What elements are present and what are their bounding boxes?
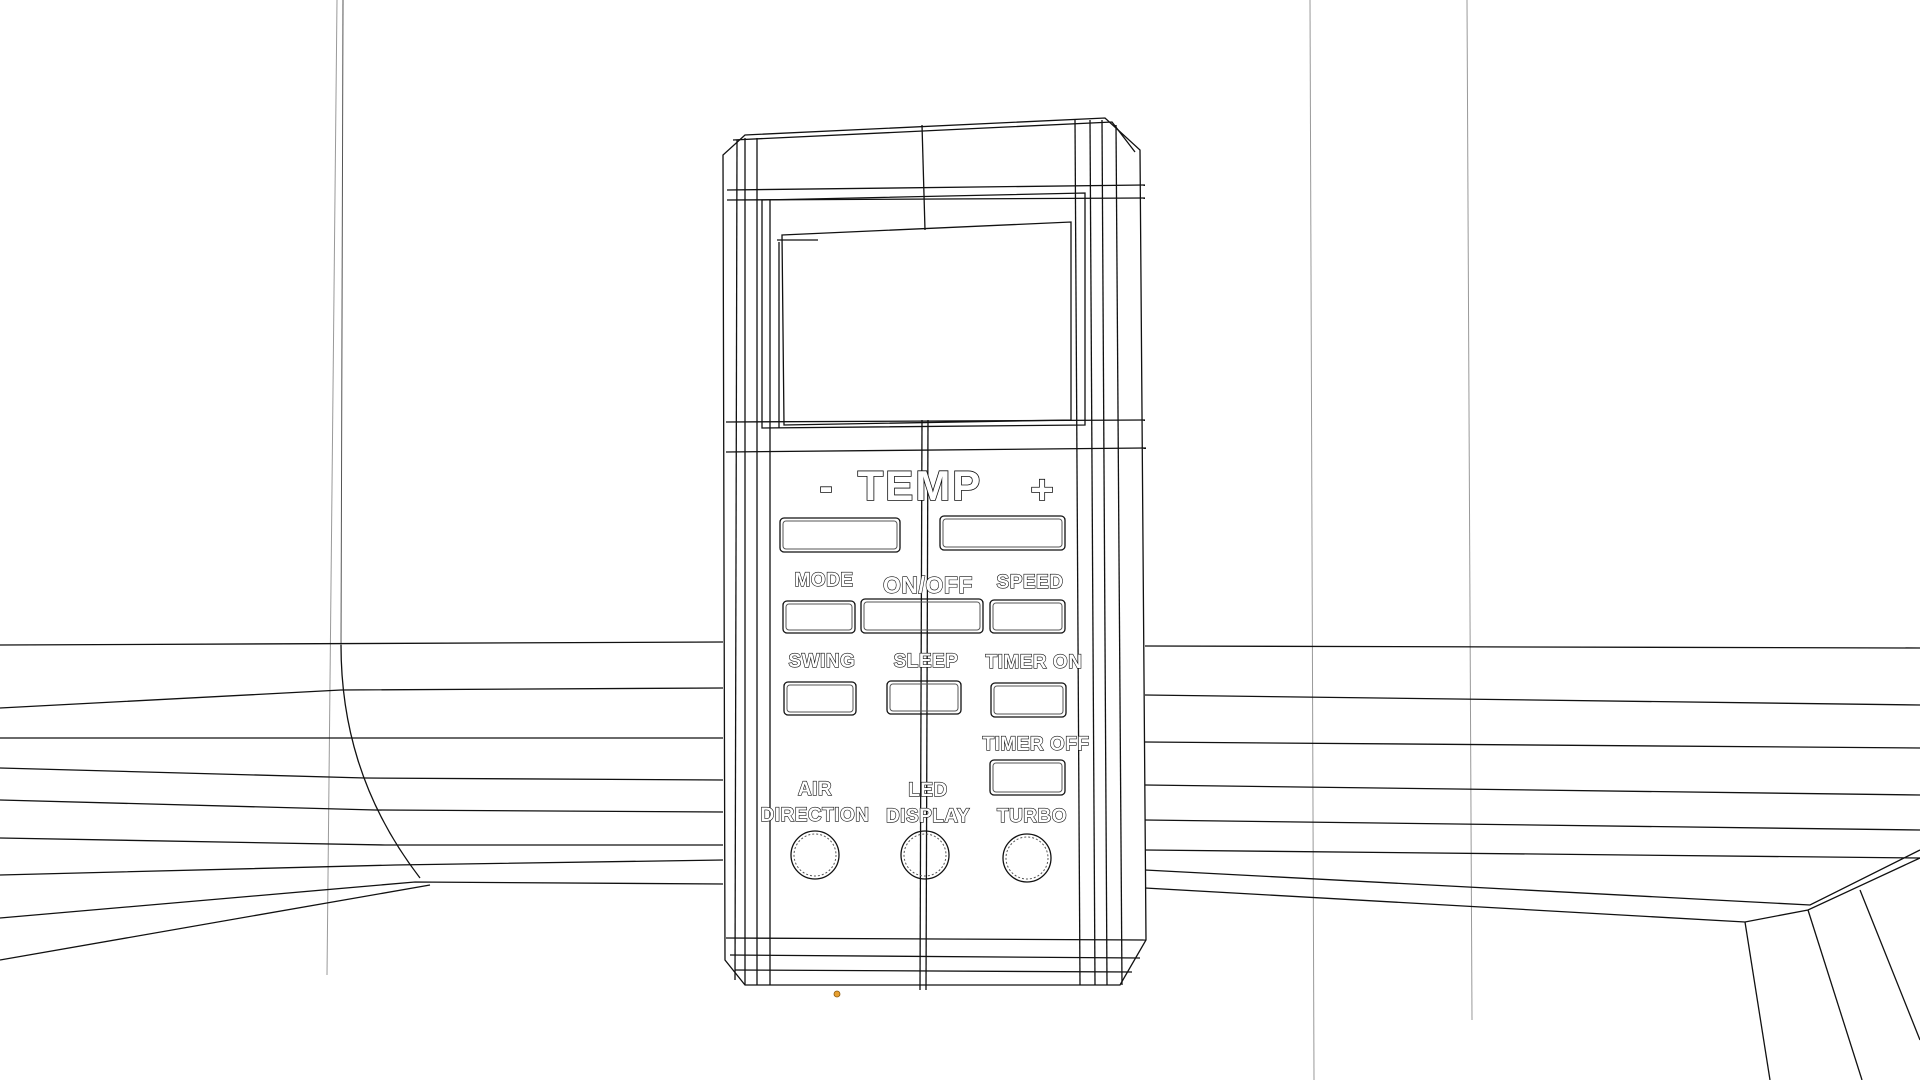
air-direction-label-line2: DIRECTION <box>761 805 870 826</box>
timer-off-label: TIMER OFF <box>983 734 1090 755</box>
temp-section: - TEMP + <box>819 461 1055 513</box>
swing-button[interactable] <box>783 681 857 716</box>
timer-on-label: TIMER ON <box>986 652 1083 673</box>
temp-down-button[interactable] <box>779 517 901 553</box>
turbo-label: TURBO <box>997 806 1067 827</box>
temp-minus-label: - <box>819 465 832 509</box>
origin-marker-icon <box>833 990 841 998</box>
air-direction-button[interactable] <box>790 830 840 880</box>
speed-button[interactable] <box>989 599 1066 634</box>
timer-off-button[interactable] <box>989 759 1066 796</box>
mode-label: MODE <box>795 570 854 591</box>
mode-button[interactable] <box>782 600 856 634</box>
sleep-button[interactable] <box>886 680 962 715</box>
turbo-button[interactable] <box>1002 833 1052 883</box>
temp-label: TEMP <box>858 462 983 509</box>
led-display-label-line2: DISPLAY <box>886 806 970 827</box>
temp-plus-label: + <box>1030 468 1053 512</box>
speed-label: SPEED <box>997 572 1064 593</box>
sleep-label: SLEEP <box>894 651 959 672</box>
on-off-button[interactable] <box>860 598 984 634</box>
lcd-screen <box>761 192 1086 429</box>
on-off-label: ON/OFF <box>883 572 973 598</box>
temp-up-button[interactable] <box>939 515 1066 551</box>
remote-body <box>722 117 1147 991</box>
led-display-button[interactable] <box>900 830 950 880</box>
led-display-label-line1: LED <box>908 780 948 801</box>
swing-label: SWING <box>789 651 856 672</box>
timer-on-button[interactable] <box>990 682 1067 718</box>
air-direction-label-line1: AIR <box>798 779 832 800</box>
